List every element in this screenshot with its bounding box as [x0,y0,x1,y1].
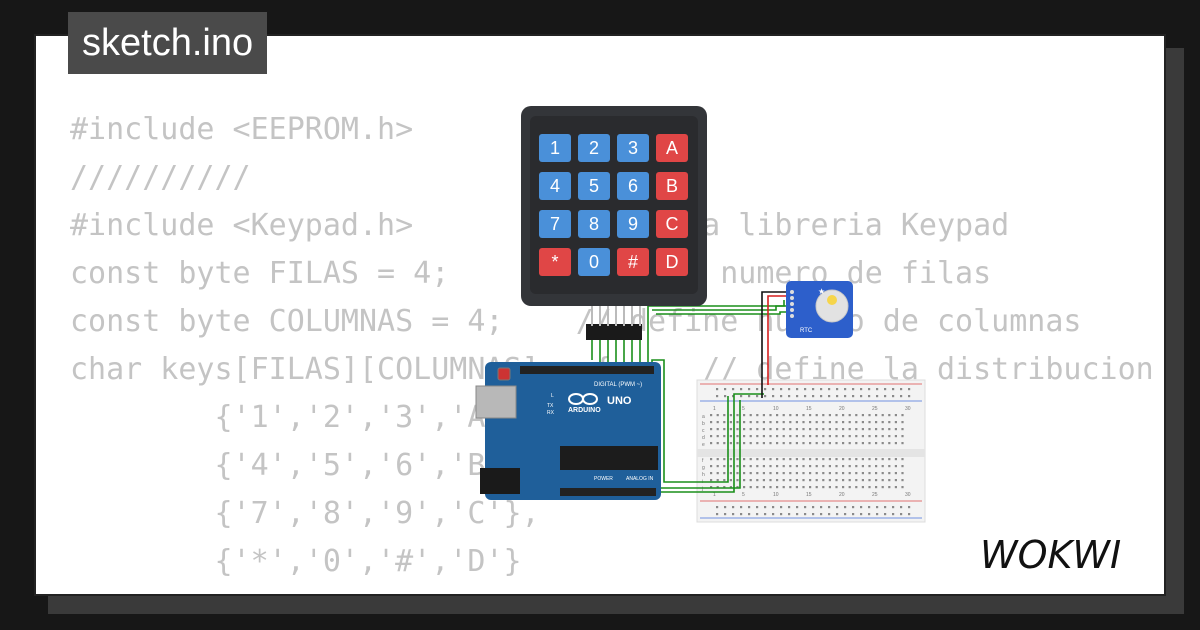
keypad-key-label: 7 [550,214,560,234]
code-line: char keys[FILAS][COLUMNAS] = { // define… [70,352,1154,387]
keypad-key-label: 1 [550,138,560,158]
keypad-key-7[interactable]: 7 [539,210,571,238]
row-label: b [702,421,705,427]
column-label: 15 [806,492,812,498]
column-label: 5 [742,406,745,412]
keypad-key-label: # [628,252,638,272]
uno-label: UNO [607,395,632,407]
code-line: {'*','0','#','D'} [70,544,522,579]
sketch-filename: sketch.ino [68,12,268,74]
keypad-key-label: * [551,252,558,272]
keypad-key-b[interactable]: B [656,172,688,200]
column-label: 10 [773,406,779,412]
row-label: a [702,414,705,420]
keypad-key-label: 9 [628,214,638,234]
keypad-key-6[interactable]: 6 [617,172,649,200]
code-line: }; [70,586,1154,594]
code-line: #include <EEPROM.h> [70,112,414,147]
row-label: f [702,458,704,464]
keypad-key-label: A [666,138,678,158]
wire-green [656,311,788,315]
keypad-key-label: D [666,252,679,272]
power-label: POWER [594,476,613,482]
svg-text:WOKWI: WOKWI [980,533,1121,577]
column-label: 20 [839,406,845,412]
keypad-key-9[interactable]: 9 [617,210,649,238]
keypad-key-label: 3 [628,138,638,158]
column-label: 5 [742,492,745,498]
column-label: 25 [872,492,878,498]
keypad-key-8[interactable]: 8 [578,210,610,238]
row-label: g [702,465,705,471]
keypad-key-4[interactable]: 4 [539,172,571,200]
wire-black [761,291,790,398]
keypad-key-hash[interactable]: # [617,248,649,276]
keypad-key-label: B [666,176,678,196]
wire-red [767,295,790,385]
keypad-key-label: 8 [589,214,599,234]
usb-port [475,385,517,419]
analog-header [560,488,656,496]
breadboard-column-labels: 1 5 10 15 20 25 30 1 5 10 15 20 25 30 [713,406,911,498]
column-label: 30 [905,492,911,498]
arduino-brand: ARDUINO [568,407,601,414]
analog-label: ANALOG IN [626,476,654,482]
column-label: 1 [713,492,716,498]
row-label: c [702,428,705,434]
keypad-key-label: 6 [628,176,638,196]
keypad-key-c[interactable]: C [656,210,688,238]
keypad-key-label: 0 [589,252,599,272]
wire-green [660,400,741,489]
keypad-key-a[interactable]: A [656,134,688,162]
column-label: 10 [773,492,779,498]
row-label: d [702,435,705,441]
column-label: 1 [713,406,716,412]
keypad-key-label: 4 [550,176,560,196]
arduino-uno[interactable]: DIGITAL (PWM ~) UNO ARDUINO ANALOG IN PO… [475,362,661,500]
code-line: {'7','8','9','C'}, [70,496,540,531]
power-jack [480,468,520,494]
column-label: 25 [872,406,878,412]
column-label: 15 [806,406,812,412]
membrane-keypad[interactable]: 1 2 3 A 4 5 6 B 7 8 9 C * 0 # D [521,106,707,306]
code-line: ////////// [70,160,251,195]
column-label: 30 [905,406,911,412]
column-label: 20 [839,492,845,498]
wokwi-logo: WOKWI [980,533,1121,577]
microcontroller-chip [560,446,658,470]
coin-cell-battery [815,289,849,323]
rtc-module[interactable]: RTC ★ [786,281,853,338]
keypad-ribbon [591,306,641,326]
keypad-key-label: 5 [589,176,599,196]
row-label: j [701,486,703,492]
star-icon: ★ [818,287,825,296]
keypad-key-star[interactable]: * [539,248,571,276]
row-label: e [702,442,705,448]
keypad-connector [586,324,642,340]
digital-header [520,366,654,374]
keypad-key-1[interactable]: 1 [539,134,571,162]
rx-label: RX [547,410,555,416]
rtc-label: RTC [800,328,813,334]
breadboard-holes [710,388,911,516]
keypad-key-0[interactable]: 0 [578,248,610,276]
keypad-key-3[interactable]: 3 [617,134,649,162]
keypad-key-label: C [666,214,679,234]
row-label: h [702,472,705,478]
wire-green [660,393,764,493]
wire-green [652,305,788,311]
keypad-key-2[interactable]: 2 [578,134,610,162]
tx-label: TX [547,403,554,409]
crystal-icon [827,295,837,305]
digital-label: DIGITAL (PWM ~) [594,382,642,388]
arduino-logo-icon [568,393,598,405]
keypad-key-5[interactable]: 5 [578,172,610,200]
reset-button[interactable] [497,367,511,381]
keypad-key-d[interactable]: D [656,248,688,276]
keypad-key-label: 2 [589,138,599,158]
breadboard: 1 5 10 15 20 25 30 1 5 10 15 20 25 30 a … [696,379,926,523]
l-led-label: L [551,393,554,399]
rtc-pins [790,290,794,318]
